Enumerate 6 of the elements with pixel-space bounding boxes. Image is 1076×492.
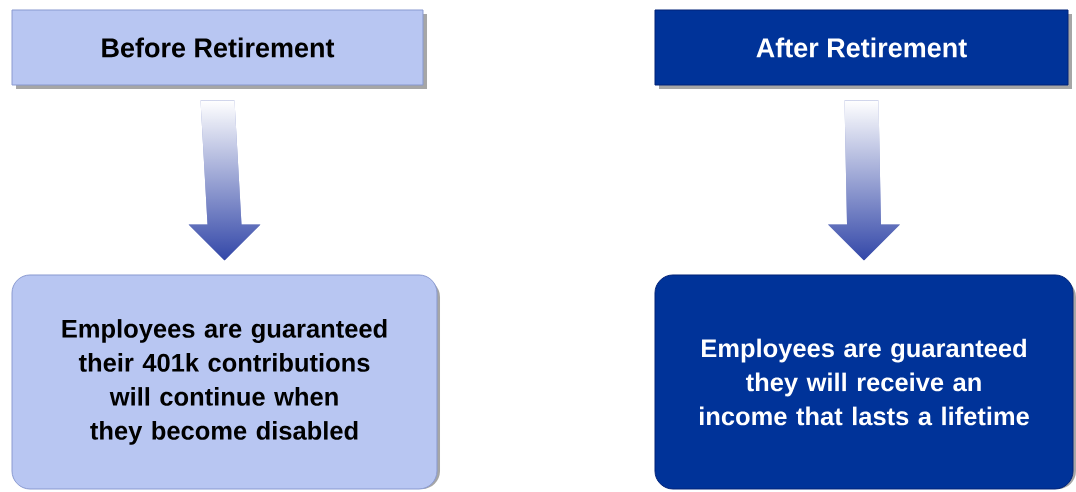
arrow [828,100,900,261]
heading-box: After Retirement [654,9,1072,89]
description-box: Employees are guaranteed they will receive an income that lasts a lifetime [654,274,1076,490]
arrow [188,100,261,261]
description-box: Employees are guaranteed their 401k contributions will continue when they become disabled [11,274,440,490]
heading-box: Before Retirement [11,9,427,89]
